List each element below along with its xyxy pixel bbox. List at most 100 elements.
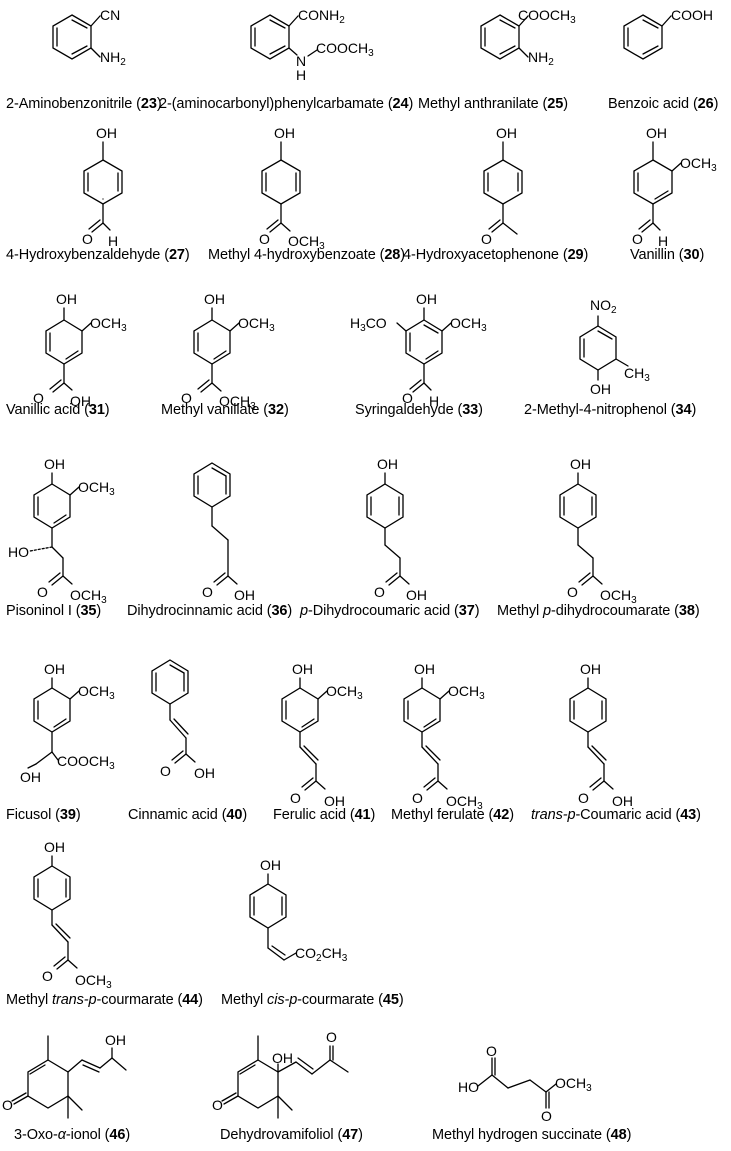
svg-text:H: H (658, 233, 668, 249)
svg-text:COOCH3: COOCH3 (316, 40, 374, 59)
svg-text:OCH3: OCH3 (90, 315, 127, 334)
caption-42: Methyl ferulate (42) (391, 807, 514, 823)
structure-25: COOCH3 NH2 (480, 7, 576, 68)
svg-text:OCH3: OCH3 (680, 155, 717, 174)
svg-text:OH: OH (416, 291, 437, 307)
svg-text:COOCH3: COOCH3 (518, 7, 576, 26)
caption-47: Dehydrovamifoliol (47) (220, 1127, 363, 1143)
structure-44: OH O OCH3 (33, 839, 112, 991)
caption-36: Dihydrocinnamic acid (36) (127, 603, 293, 619)
svg-text:OH: OH (406, 587, 427, 603)
caption-41: Ferulic acid (41) (273, 807, 376, 823)
svg-text:OH: OH (646, 125, 667, 141)
atom-label: CN (100, 7, 120, 23)
svg-text:OH: OH (570, 456, 591, 472)
structure-46: O OH (2, 1032, 127, 1119)
caption-28: Methyl 4-hydroxybenzoate (28) (208, 247, 405, 263)
caption-24: 2-(aminocarbonyl)phenylcarbamate (24) (159, 96, 414, 112)
svg-text:H: H (108, 233, 118, 249)
svg-text:OH: OH (590, 381, 611, 397)
structure-35: OH OCH3 HO O OCH3 (8, 456, 115, 606)
svg-text:OCH3: OCH3 (78, 479, 115, 498)
svg-text:H3CO: H3CO (350, 315, 387, 334)
svg-text:NH2: NH2 (528, 49, 554, 68)
structure-26: COOH (623, 7, 713, 60)
svg-text:O: O (160, 763, 171, 779)
svg-text:O: O (412, 790, 423, 806)
structure-47: O OH O (212, 1029, 349, 1119)
svg-text:OH: OH (292, 661, 313, 677)
structure-28: OH O OCH3 (259, 125, 325, 252)
svg-text:OH: OH (96, 125, 117, 141)
svg-text:OH: OH (272, 1050, 293, 1066)
structure-37: OH O OH (366, 456, 427, 603)
svg-text:H: H (429, 393, 439, 409)
svg-text:OH: OH (56, 291, 77, 307)
svg-text:O: O (567, 584, 578, 600)
svg-text:H: H (296, 67, 306, 83)
svg-text:OCH3: OCH3 (219, 393, 256, 412)
svg-text:OH: OH (44, 456, 65, 472)
svg-text:O: O (42, 968, 53, 984)
structure-36: O OH (193, 462, 255, 603)
structure-32: OH OCH3 O OCH3 (181, 291, 275, 412)
svg-text:OCH3: OCH3 (448, 683, 485, 702)
svg-text:COOCH3: COOCH3 (57, 753, 115, 772)
svg-text:NH2: NH2 (100, 49, 126, 68)
caption-40: Cinnamic acid (40) (128, 807, 248, 823)
svg-text:HO: HO (8, 544, 29, 560)
caption-27: 4-Hydroxybenzaldehyde (27) (6, 247, 190, 263)
caption-29: 4-Hydroxyacetophenone (29) (403, 247, 589, 263)
svg-text:O: O (578, 790, 589, 806)
caption-43: trans-p-Coumaric acid (43) (531, 807, 701, 823)
caption-26: Benzoic acid (26) (608, 96, 719, 112)
svg-text:OH: OH (274, 125, 295, 141)
svg-text:OH: OH (414, 661, 435, 677)
svg-text:OH: OH (260, 857, 281, 873)
caption-23: 2-Aminobenzonitrile (23) (6, 96, 162, 112)
svg-text:N: N (296, 53, 306, 69)
svg-text:HO: HO (458, 1079, 479, 1095)
svg-text:OCH3: OCH3 (70, 587, 107, 606)
svg-text:O: O (486, 1043, 497, 1059)
caption-25: Methyl anthranilate (25) (418, 96, 568, 112)
svg-text:OH: OH (234, 587, 255, 603)
svg-text:O: O (541, 1108, 552, 1124)
svg-text:OH: OH (44, 661, 65, 677)
svg-text:O: O (326, 1029, 337, 1045)
svg-text:OH: OH (580, 661, 601, 677)
svg-text:OH: OH (44, 839, 65, 855)
svg-text:OCH3: OCH3 (450, 315, 487, 334)
svg-text:CH3: CH3 (624, 365, 650, 384)
svg-text:OH: OH (324, 793, 345, 809)
svg-text:OCH3: OCH3 (75, 972, 112, 991)
caption-34: 2-Methyl-4-nitrophenol (34) (524, 402, 697, 418)
caption-33: Syringaldehyde (33) (355, 402, 483, 418)
caption-37: p-Dihydrocoumaric acid (37) (300, 603, 480, 619)
structure-45: OH CO2CH3 (249, 857, 348, 964)
svg-text:OH: OH (496, 125, 517, 141)
caption-35: Pisoninol I (35) (6, 603, 102, 619)
svg-text:OCH3: OCH3 (288, 233, 325, 252)
svg-text:OH: OH (377, 456, 398, 472)
svg-text:O: O (374, 584, 385, 600)
svg-text:NO2: NO2 (590, 297, 617, 316)
structure-48: HO O O OCH3 (458, 1043, 592, 1124)
structure-43: OH O OH (569, 661, 633, 809)
svg-text:O: O (202, 584, 213, 600)
caption-48: Methyl hydrogen succinate (48) (432, 1127, 632, 1143)
svg-text:OH: OH (194, 765, 215, 781)
svg-text:COOH: COOH (671, 7, 713, 23)
svg-text:O: O (2, 1097, 13, 1113)
svg-text:O: O (290, 790, 301, 806)
svg-text:O: O (37, 584, 48, 600)
caption-30: Vanillin (30) (630, 247, 705, 263)
svg-text:OH: OH (204, 291, 225, 307)
svg-text:OCH3: OCH3 (600, 587, 637, 606)
structure-42: OH OCH3 O OCH3 (403, 661, 485, 812)
svg-text:OH: OH (612, 793, 633, 809)
